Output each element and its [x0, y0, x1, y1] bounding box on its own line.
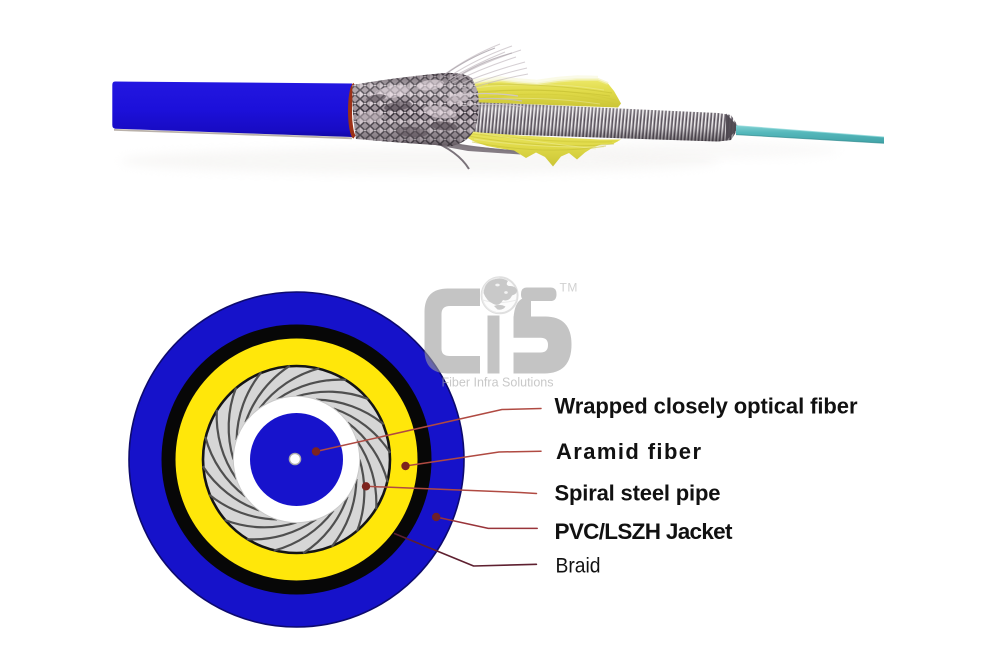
svg-text:Fiber Infra Solutions: Fiber Infra Solutions: [442, 376, 554, 390]
svg-text:Braid: Braid: [556, 554, 601, 577]
svg-text:TM: TM: [560, 281, 578, 295]
svg-text:Spiral steel pipe: Spiral steel pipe: [555, 480, 721, 505]
svg-text:Wrapped closely optical fiber: Wrapped closely optical fiber: [555, 394, 858, 419]
svg-text:PVC/LSZH Jacket: PVC/LSZH Jacket: [555, 519, 734, 544]
svg-text:Aramid fiber: Aramid fiber: [556, 439, 701, 464]
